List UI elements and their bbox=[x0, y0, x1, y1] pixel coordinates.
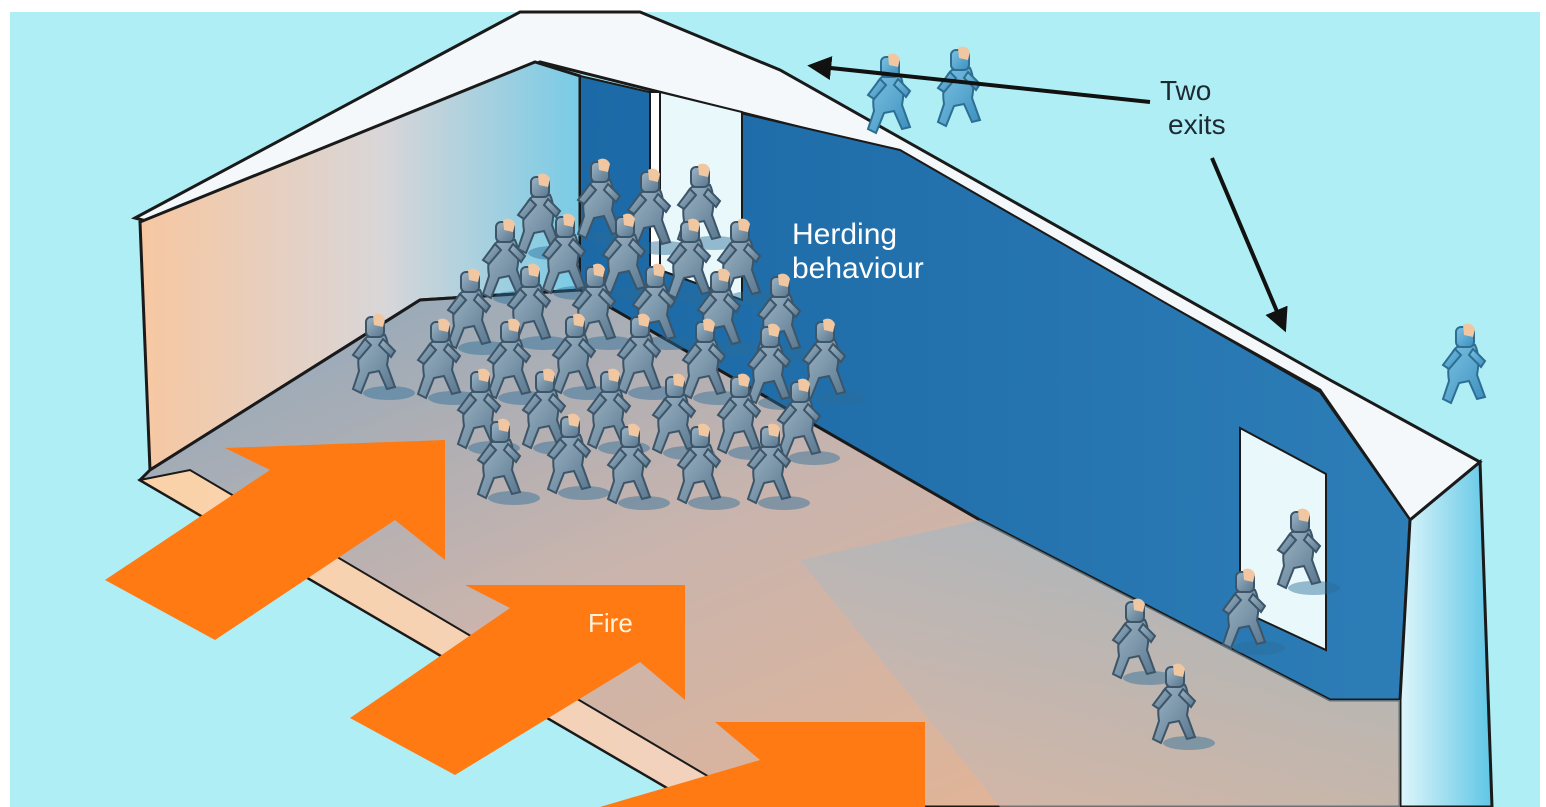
herding-label-line1: Herding bbox=[792, 218, 897, 251]
two-exits-label-line1: Two bbox=[1160, 75, 1211, 106]
herding-label-line2: behaviour bbox=[792, 252, 924, 285]
two-exits-label-line2: exits bbox=[1168, 109, 1226, 140]
fire-label: Fire bbox=[588, 608, 633, 638]
